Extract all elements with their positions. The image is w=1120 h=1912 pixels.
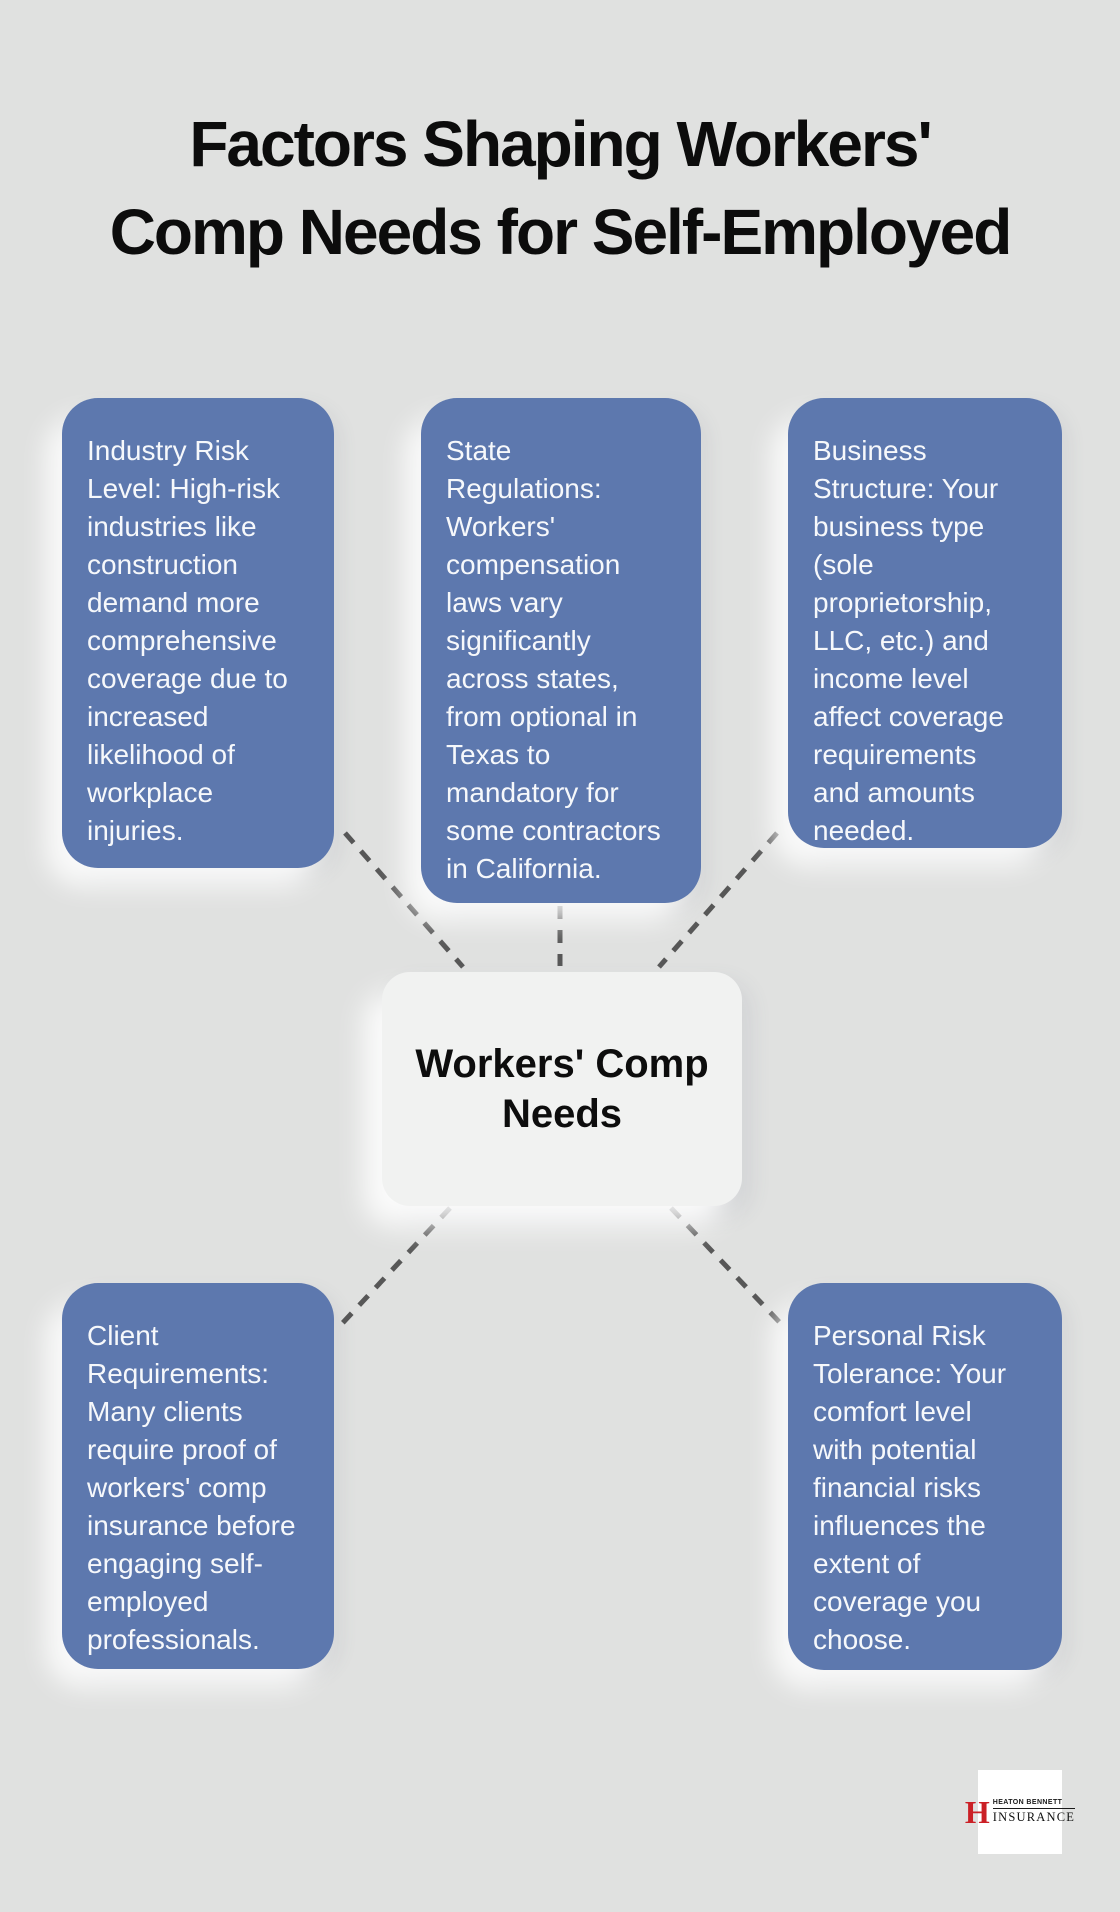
connector-bottom-right: [669, 1206, 788, 1331]
brand-logo: H HEATON BENNETT INSURANCE: [965, 1770, 1076, 1854]
center-node-workers-comp-needs: Workers' Comp Needs: [382, 972, 742, 1206]
factor-box-industry-risk-level: Industry Risk Level: High-risk industrie…: [62, 398, 334, 868]
logo-company-type: INSURANCE: [992, 1810, 1076, 1824]
page-title: Factors Shaping Workers' Comp Needs for …: [109, 108, 1013, 268]
logo-company-name: HEATON BENNETT: [992, 1799, 1076, 1809]
factor-box-business-structure: Business Structure: Your business type (…: [788, 398, 1062, 848]
connector-bottom-left: [335, 1206, 452, 1331]
brand-logo-inner: H HEATON BENNETT INSURANCE: [964, 1794, 1076, 1830]
factor-box-state-regulations: State Regulations: Workers' compensation…: [421, 398, 701, 903]
factor-box-client-requirements: Client Requirements: Many clients requir…: [62, 1283, 334, 1669]
logo-text-block: HEATON BENNETT INSURANCE: [992, 1799, 1076, 1825]
factor-box-personal-risk-tolerance: Personal Risk Tolerance: Your comfort le…: [788, 1283, 1062, 1670]
logo-monogram: H: [964, 1794, 990, 1830]
